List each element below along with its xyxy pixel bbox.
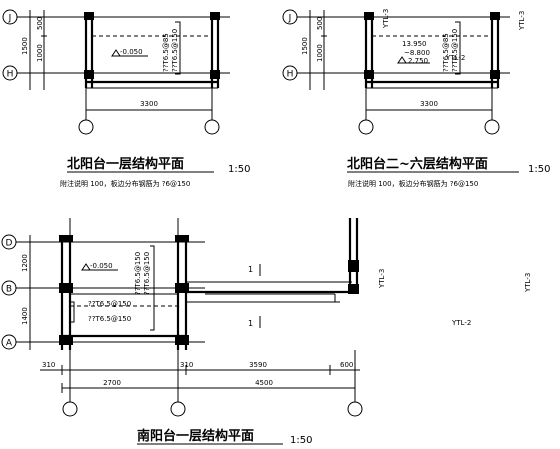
rebar-text-b: ??T6.5@150 [451, 29, 459, 72]
dim-500: 500 [36, 17, 44, 30]
ytl-3-right-label: YTL-3 [524, 273, 532, 293]
axis-label-a: A [6, 339, 13, 349]
ytl-2-label: YTL-2 [445, 54, 465, 62]
column-d-left [59, 235, 73, 242]
section-mark-bottom: 1 [248, 319, 253, 328]
slab-hook [334, 294, 340, 303]
dim-4500: 4500 [255, 379, 273, 387]
axis-label-h: H [287, 70, 294, 80]
rebar-line-short [70, 301, 75, 323]
column-b-left [59, 283, 73, 293]
dim-1500: 1500 [301, 37, 309, 55]
dim-1000: 1000 [36, 44, 44, 62]
column-bottom-left [84, 70, 94, 79]
scale-north-upper: 1:50 [528, 164, 550, 175]
scale-south-ground: 1:50 [290, 435, 312, 446]
rebar-text-b: ??T6.5@150 [171, 29, 179, 72]
column-top-right [490, 12, 500, 20]
axis-bubble-v1 [78, 119, 94, 135]
ytl-2-label: YTL-2 [451, 319, 471, 327]
axis-bubble-v3 [347, 401, 363, 417]
north-balcony-ground-plan: J H 500 1000 1500 -0.050 ??T6.5@85 ??T6.… [2, 9, 250, 188]
section-mark-top: 1 [248, 265, 253, 274]
note-north-upper: 附注说明 100，板边分布钢筋为 ?6@150 [348, 179, 478, 188]
axis-label-j: J [8, 14, 12, 24]
ytl-3-right-label: YTL-3 [518, 11, 526, 31]
level-2: ~8.800 [404, 49, 430, 57]
level-mark [397, 56, 407, 64]
dim-3300: 3300 [140, 100, 158, 108]
dim-3590: 3590 [249, 361, 267, 369]
axis-bubble-v2 [170, 401, 186, 417]
rebar-line [150, 245, 155, 331]
column-top-left [364, 12, 374, 20]
title-north-upper: 北阳台二~六层结构平面 [347, 156, 488, 172]
column-top-left [84, 12, 94, 20]
column-d-middle [175, 235, 189, 242]
rebar-line [455, 21, 461, 75]
axis-label-b: B [6, 285, 12, 295]
axis-label-j: J [288, 14, 292, 24]
column-bottom-left [364, 70, 374, 79]
axis-bubble-v2 [204, 119, 220, 135]
column-right-lower [348, 284, 359, 294]
dim-3300: 3300 [420, 100, 438, 108]
title-north-ground: 北阳台一层结构平面 [67, 156, 184, 172]
axis-label-d: D [6, 239, 13, 249]
dim-1400: 1400 [21, 307, 29, 325]
rebar-text-4: ??T6.5@150 [88, 315, 131, 323]
ytl-3-label: YTL-3 [382, 9, 390, 29]
dim-1500: 1500 [21, 37, 29, 55]
column-bottom-right [210, 70, 220, 79]
ytl-3-label: YTL-3 [378, 269, 386, 289]
dim-2700: 2700 [103, 379, 121, 387]
scale-north-ground: 1:50 [228, 164, 250, 175]
rebar-text-2: ??T6.5@150 [143, 252, 151, 295]
axis-bubble-v1 [62, 401, 78, 417]
column-a-left [59, 335, 73, 345]
axis-bubble-v2 [484, 119, 500, 135]
level-mark [111, 49, 121, 57]
level-3: 2.750 [408, 57, 428, 65]
column-a-middle [175, 335, 189, 345]
level-text: -0.050 [120, 48, 143, 56]
dim-310-middle: 310 [180, 361, 193, 369]
north-balcony-upper-plan: J H 500 1000 1500 YTL-3 13.950 ~8.800 2.… [282, 9, 550, 188]
level-mark [81, 263, 91, 271]
title-south-ground: 南阳台一层结构平面 [137, 428, 254, 444]
rebar-text-a: ??T6.5@85 [162, 33, 170, 72]
rebar-text-3: ??T6.5@150 [88, 300, 131, 308]
level-text: -0.050 [90, 262, 113, 270]
column-bottom-right [490, 70, 500, 79]
rebar-text-1: ??T6.5@150 [134, 252, 142, 295]
column-b-middle [175, 283, 189, 293]
axis-label-h: H [7, 70, 14, 80]
rebar-text-a: ??T6.5@85 [442, 33, 450, 72]
dim-310-left: 310 [42, 361, 55, 369]
column-top-right [210, 12, 220, 20]
rebar-line [175, 21, 181, 75]
south-balcony-ground-plan: D B A 1200 1400 -0.050 ??T [1, 218, 532, 446]
column-right-upper [348, 260, 359, 272]
dim-600: 600 [340, 361, 353, 369]
dim-1200: 1200 [21, 254, 29, 272]
level-1: 13.950 [402, 40, 427, 48]
note-north-ground: 附注说明 100，板边分布钢筋为 ?6@150 [60, 179, 190, 188]
dim-500: 500 [316, 17, 324, 30]
axis-bubble-v1 [358, 119, 374, 135]
dim-1000: 1000 [316, 44, 324, 62]
